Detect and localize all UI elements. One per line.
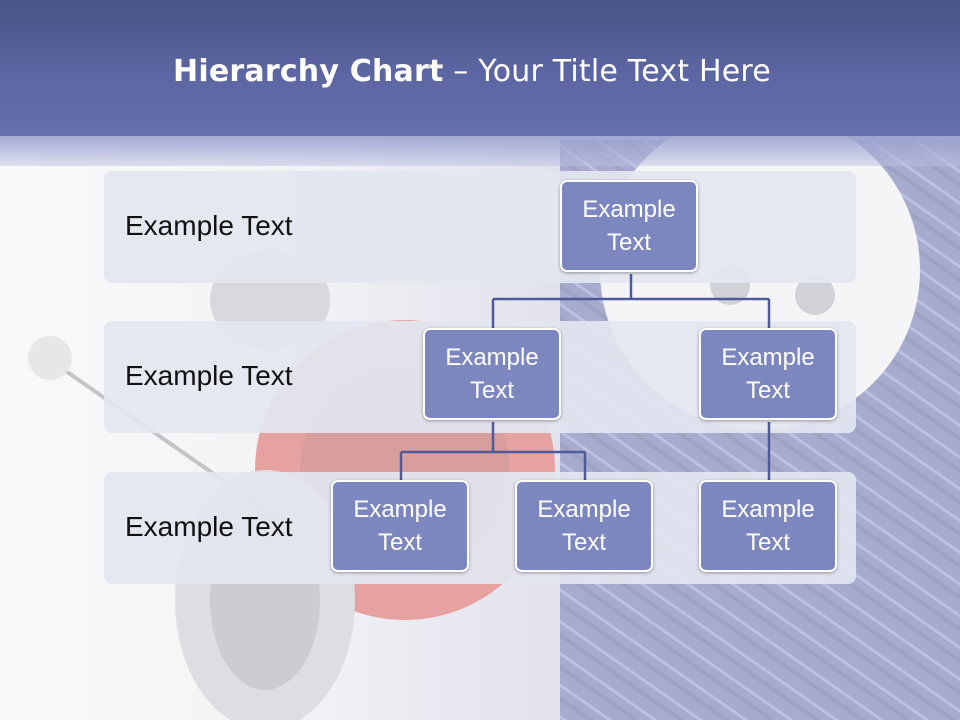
row-label-2: Example Text [125, 360, 293, 391]
node-level2-left: Example Text [423, 328, 561, 420]
row-label-3: Example Text [125, 511, 293, 542]
slide-title: Hierarchy Chart – Your Title Text Here [0, 54, 944, 89]
title-bar-strip [0, 136, 960, 166]
node-level3-b: Example Text [515, 480, 653, 572]
node-root: Example Text [560, 180, 698, 272]
row-label-1: Example Text [125, 210, 293, 241]
node-level3-a: Example Text [331, 480, 469, 572]
title-rest: – Your Title Text Here [443, 54, 771, 89]
row-band-1 [104, 171, 856, 283]
title-bar [0, 0, 960, 136]
node-level2-right: Example Text [699, 328, 837, 420]
title-bold: Hierarchy Chart [173, 54, 444, 89]
node-level3-c: Example Text [699, 480, 837, 572]
